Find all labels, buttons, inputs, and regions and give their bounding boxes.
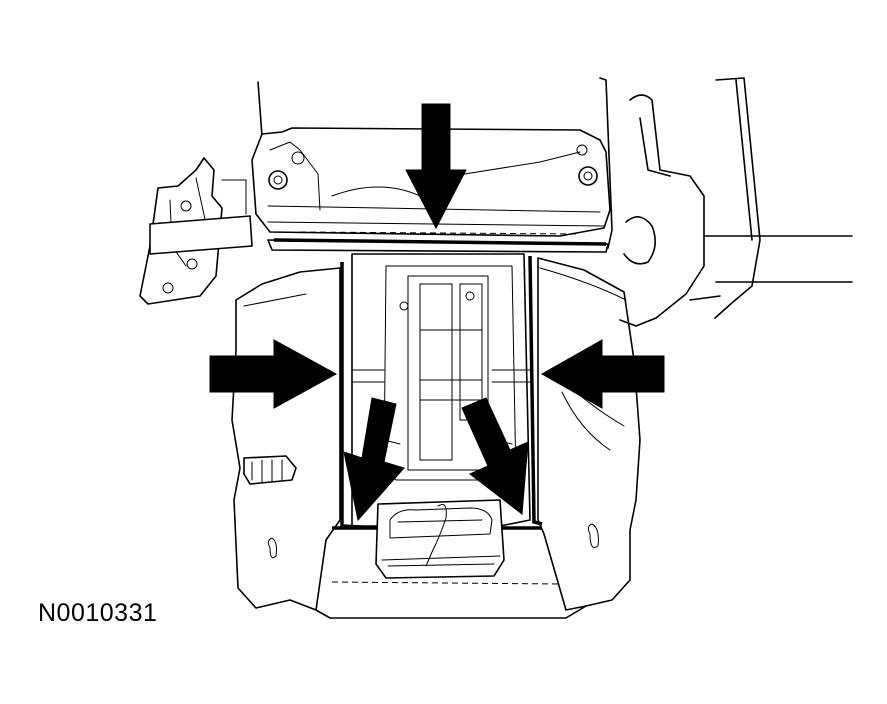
seat-cushion-outline (231, 257, 641, 619)
arrow-left-in (209, 339, 338, 409)
arrow-right-in (540, 339, 665, 409)
side-latch-clip (243, 455, 599, 559)
seat-back-frame-right (599, 77, 853, 327)
front-release-handle (375, 499, 505, 579)
arrow-top-down (405, 103, 467, 230)
trim-seam-outline (273, 238, 607, 530)
figure-reference-code: N0010331 (38, 599, 158, 627)
arrow-lower-right-down (461, 397, 529, 515)
arrow-lower-left-down (343, 397, 405, 522)
seat-back-bracket-left (139, 81, 263, 305)
indicator-arrows (209, 103, 665, 522)
